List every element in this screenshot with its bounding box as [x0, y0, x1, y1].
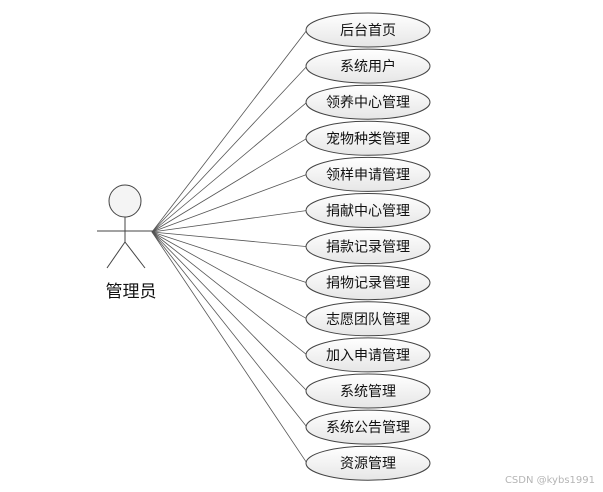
association-line: [151, 65, 308, 233]
use-case-label: 资源管理: [340, 456, 396, 472]
use-case-label: 系统管理: [340, 384, 396, 400]
actor-left-leg: [106, 241, 126, 269]
use-case: 志愿团队管理: [305, 301, 431, 337]
use-case-label: 领养中心管理: [326, 95, 410, 111]
use-case-ellipse: [305, 445, 431, 481]
use-case: 加入申请管理: [305, 337, 431, 373]
actor-label: 管理员: [106, 282, 157, 302]
use-case-label: 后台首页: [340, 23, 396, 39]
use-case-ellipse: [305, 373, 431, 409]
association-line: [151, 231, 308, 247]
use-case-label: 捐款记录管理: [326, 240, 410, 256]
use-case: 捐献中心管理: [305, 193, 431, 228]
association-line: [151, 210, 308, 233]
actor-right-leg: [124, 241, 146, 269]
association-line: [151, 231, 308, 284]
association-line: [151, 137, 308, 233]
use-case-ellipse: [305, 120, 431, 156]
use-case: 领养中心管理: [305, 84, 431, 120]
association-line: [151, 231, 308, 320]
use-case-ellipse: [305, 229, 431, 265]
use-case: 后台首页: [305, 12, 431, 48]
use-case: 系统用户: [305, 48, 431, 84]
association-line: [151, 101, 308, 233]
use-case-ellipse: [305, 265, 431, 301]
use-case: 系统管理: [305, 373, 431, 409]
use-case: 捐款记录管理: [305, 229, 431, 265]
use-case: 资源管理: [305, 445, 431, 481]
use-case-ellipse: [305, 84, 431, 120]
use-case: 捐物记录管理: [305, 265, 431, 301]
association-line: [151, 174, 308, 233]
watermark: CSDN @kybs1991: [504, 475, 595, 486]
use-case: 领样申请管理: [305, 156, 431, 192]
association-line: [151, 231, 308, 356]
use-case-ellipse: [305, 193, 431, 228]
use-case: 系统公告管理: [305, 409, 431, 445]
use-case-label: 系统用户: [340, 58, 396, 75]
actor-head: [108, 184, 142, 218]
association-line: [151, 231, 308, 464]
association-line: [151, 231, 308, 392]
use-case-ellipse: [305, 156, 431, 192]
association-line: [151, 231, 308, 428]
use-case-label: 捐物记录管理: [326, 276, 410, 292]
use-case: 宠物种类管理: [305, 120, 431, 156]
association-lines: [151, 29, 308, 464]
use-case-label: 捐献中心管理: [326, 204, 410, 220]
use-case-ellipse: [305, 409, 431, 445]
use-case-label: 志愿团队管理: [326, 312, 410, 328]
use-case-label: 系统公告管理: [326, 420, 410, 436]
use-case-label: 宠物种类管理: [326, 131, 410, 147]
use-case-ellipse: [305, 301, 431, 337]
association-line: [151, 29, 308, 233]
use-case-list: 后台首页系统用户领养中心管理宠物种类管理领样申请管理捐献中心管理捐款记录管理捐物…: [305, 12, 431, 481]
use-case-ellipse: [305, 337, 431, 373]
use-case-ellipse: [305, 48, 431, 84]
use-case-ellipse: [305, 12, 431, 48]
actor-administrator: 管理员: [97, 184, 157, 302]
use-case-label: 加入申请管理: [326, 348, 410, 364]
use-case-label: 领样申请管理: [326, 167, 410, 183]
